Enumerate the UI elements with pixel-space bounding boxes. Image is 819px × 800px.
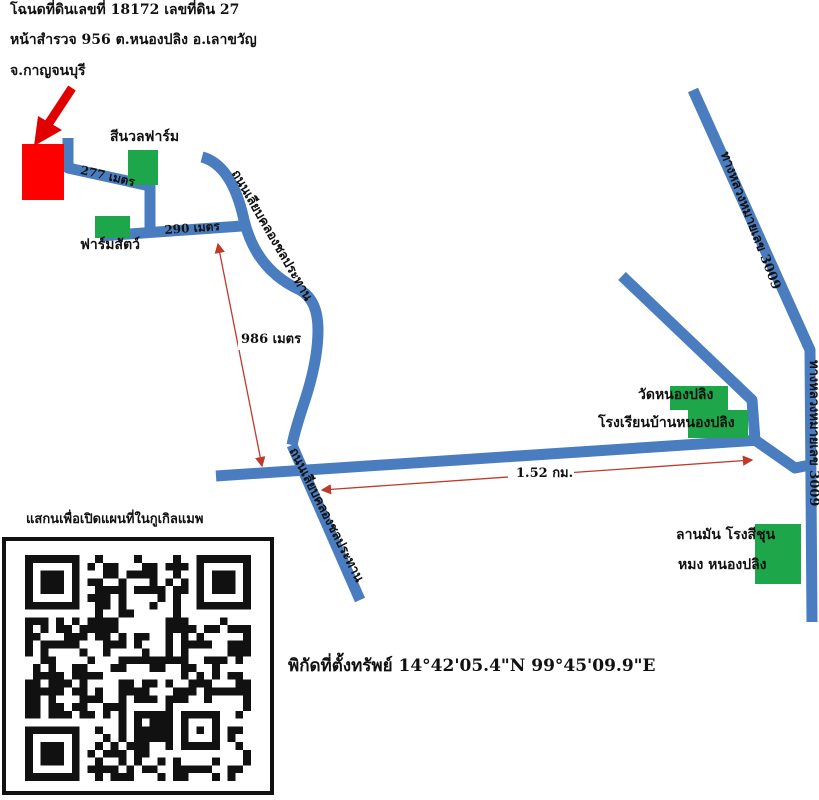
- deed-line-2: หน้าสำรวจ 956 ต.หนองปลิง อ.เลาขวัญ: [10, 32, 257, 48]
- label-farm1: สีนวลฟาร์ม: [110, 129, 180, 145]
- landmark-farm1: [128, 150, 158, 185]
- landmark-mill: [755, 524, 801, 584]
- label-farm2: ฟาร์มสัตว์: [80, 237, 141, 253]
- dim-986: [214, 242, 266, 468]
- qr-code-icon[interactable]: [22, 555, 254, 781]
- label-mill-2: หมง หนองปลิง: [678, 557, 767, 573]
- branch-road: [618, 272, 761, 441]
- label-temple: วัดหนองปลิง: [638, 387, 714, 403]
- deed-line-3: จ.กาญจนบุรี: [10, 63, 86, 79]
- road-label-highway-lower: ทางหลวงหมายเลข 3009: [806, 360, 819, 507]
- pointer-arrow-icon: [34, 85, 76, 146]
- label-mill-1: ลานมัน โรงสีชุน: [676, 527, 776, 543]
- distance-986: 986 เมตร: [241, 332, 302, 347]
- label-school: โรงเรียนบ้านหนองปลิง: [598, 415, 735, 431]
- access-road: [62, 138, 156, 232]
- distance-290: 290 เมตร: [163, 219, 221, 237]
- property-coordinates: พิกัดที่ตั้งทรัพย์ 14°42'05.4"N 99°45'09…: [288, 656, 656, 676]
- distance-152: 1.52 กม.: [516, 466, 574, 481]
- qr-caption: แสกนเพื่อเปิดแผนที่ในกูเกิลแมพ: [26, 512, 204, 527]
- highway-3009: [687, 87, 818, 623]
- deed-line-1: โฉนดที่ดินเลขที่ 18172 เลขที่ดิน 27: [10, 2, 240, 18]
- landmark-temple: [670, 386, 728, 410]
- junction-road: [751, 435, 812, 474]
- landmark-school: [688, 410, 748, 438]
- canal-road: [200, 151, 324, 447]
- property-marker: [22, 144, 64, 200]
- landmark-farm2: [95, 216, 130, 238]
- qr-code-frame[interactable]: [2, 537, 274, 795]
